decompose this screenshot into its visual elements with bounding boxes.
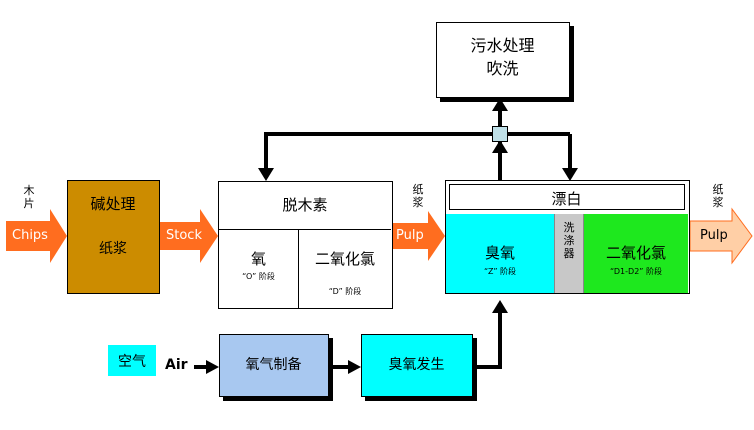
pulp-out-cn-label: 纸浆 <box>712 183 724 209</box>
d1d2-stage-label: 二氧化氯 <box>605 244 666 262</box>
arrow-air <box>206 360 219 374</box>
ozone-stage-label: 臭氧 <box>484 244 515 262</box>
wastewater-label-1: 污水处理 <box>470 36 535 55</box>
bleaching-title: 漂白 <box>551 190 582 208</box>
air-cn-label: 空气 <box>118 354 146 370</box>
arrow-down-bleaching <box>562 168 578 181</box>
alkali-label-2: 纸浆 <box>99 241 127 257</box>
arrow-up-wastewater <box>492 98 508 111</box>
oxygen-stage-code: “O” 阶段 <box>242 272 275 281</box>
delignification-header: 脱木素 <box>219 182 391 230</box>
arrow-prep-ozone <box>348 360 361 374</box>
air-en-label: Air <box>165 357 188 373</box>
pulp-out-en-label: Pulp <box>700 228 728 243</box>
chips-en-label: Chips <box>12 228 48 243</box>
alkali-box: 碱处理 纸浆 <box>67 180 160 294</box>
stock-arrow <box>160 209 218 263</box>
delignification-title: 脱木素 <box>282 196 328 214</box>
wastewater-label-2: 吹洗 <box>486 59 519 78</box>
oxygen-prep-box: 氧气制备 <box>219 334 329 397</box>
oxygen-prep-label: 氧气制备 <box>245 357 302 373</box>
delignification-box: 脱木素 氧 “O” 阶段 二氧化氯 “D” 阶段 <box>218 181 393 309</box>
bleaching-header: 漂白 <box>449 184 685 210</box>
oxygen-stage-label: 氧 <box>250 250 266 268</box>
stock-label: Stock <box>166 228 202 243</box>
d-stage-code: “D” 阶段 <box>328 287 362 296</box>
ozone-to-bleach-line <box>476 312 502 369</box>
junction-node <box>492 126 508 142</box>
chips-arrow <box>6 209 67 263</box>
arrow-up-ozone-stage <box>492 300 508 313</box>
alkali-label-1: 碱处理 <box>90 195 136 213</box>
pulp-mid-en-label: Pulp <box>396 228 424 243</box>
washer: 洗涤器 <box>554 214 584 293</box>
ozone-stage-code: “Z” 阶段 <box>483 267 517 276</box>
air-cn-box: 空气 <box>108 345 156 376</box>
d1d2-stage: 二氧化氯 “D1-D2” 阶段 <box>584 214 688 293</box>
ozone-gen-box: 臭氧发生 <box>361 334 473 397</box>
pulp-mid-cn-label: 纸浆 <box>412 183 424 209</box>
pulp-mid-arrow <box>393 211 445 261</box>
arrow-up-to-node <box>492 140 508 153</box>
d-stage-label: 二氧化氯 <box>314 250 375 268</box>
loop-left-line <box>264 132 492 178</box>
washer-label: 洗涤器 <box>563 221 575 260</box>
wastewater-box: 污水处理 吹洗 <box>436 22 570 98</box>
d1d2-stage-code: “D1-D2” 阶段 <box>610 267 662 276</box>
arrow-down-delignification <box>258 168 274 181</box>
chips-cn-label: 木片 <box>23 184 35 210</box>
delignification-divider <box>298 230 299 308</box>
ozone-gen-label: 臭氧发生 <box>388 357 445 373</box>
pulp-out-arrow <box>689 207 753 265</box>
ozone-stage: 臭氧 “Z” 阶段 <box>446 214 554 293</box>
bleaching-box: 漂白 臭氧 “Z” 阶段 洗涤器 二氧化氯 “D1-D2” 阶段 <box>445 180 690 294</box>
